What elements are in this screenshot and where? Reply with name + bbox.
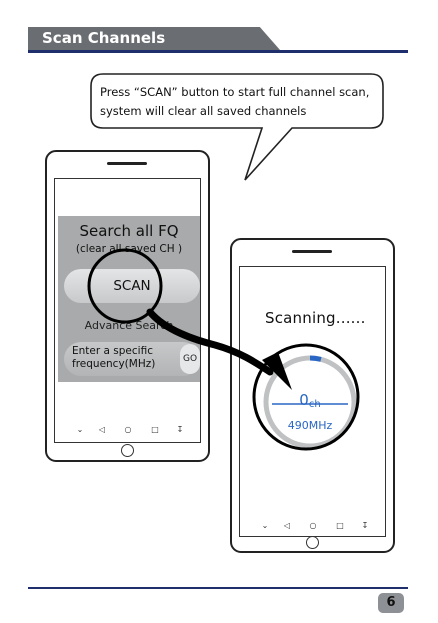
left-phone: Search all FQ (clear all saved CH ) SCAN… — [45, 150, 210, 462]
nav-bar: ⌄ ◁ ○ □ ↧ — [55, 425, 200, 439]
recents-icon[interactable]: □ — [151, 425, 159, 434]
speaker — [107, 162, 147, 165]
channel-count-value: 0 — [299, 391, 309, 409]
page-number: 6 — [378, 593, 404, 613]
section-header: Scan Channels — [28, 27, 408, 54]
search-panel: Search all FQ (clear all saved CH ) SCAN… — [58, 216, 200, 382]
nav-bar: ⌄ ◁ ○ □ ↧ — [240, 521, 385, 535]
back-icon[interactable]: ◁ — [283, 521, 291, 530]
home-button[interactable] — [121, 444, 134, 457]
left-phone-screen: Search all FQ (clear all saved CH ) SCAN… — [54, 178, 201, 443]
right-phone: Scanning...... 0ch 490MHz ⌄ ◁ ○ □ ↧ — [230, 238, 395, 553]
scan-frequency: 490MHz — [287, 419, 333, 432]
section-rule — [28, 50, 408, 53]
section-title: Scan Channels — [28, 27, 280, 50]
menu-icon[interactable]: ↧ — [361, 521, 369, 530]
home-button[interactable] — [306, 536, 319, 549]
chevron-down-icon[interactable]: ⌄ — [261, 521, 269, 530]
scanning-status: Scanning...... — [265, 309, 366, 327]
callout-text: Press “SCAN” button to start full channe… — [100, 85, 370, 118]
chevron-down-icon[interactable]: ⌄ — [76, 425, 84, 434]
scan-button[interactable]: SCAN — [64, 269, 200, 303]
gauge-progress — [309, 355, 322, 362]
panel-subtitle: (clear all saved CH ) — [75, 243, 183, 255]
footer-rule — [28, 587, 408, 589]
panel-title: Search all FQ — [79, 222, 179, 240]
home-icon[interactable]: ○ — [124, 425, 132, 434]
right-phone-screen: Scanning...... 0ch 490MHz ⌄ ◁ ○ □ ↧ — [239, 266, 386, 537]
go-button[interactable]: GO — [180, 344, 200, 374]
menu-icon[interactable]: ↧ — [176, 425, 184, 434]
recents-icon[interactable]: □ — [336, 521, 344, 530]
home-icon[interactable]: ○ — [309, 521, 317, 530]
advance-search-label: Advance Search — [84, 319, 174, 332]
speaker — [292, 250, 332, 253]
back-icon[interactable]: ◁ — [98, 425, 106, 434]
frequency-label: Enter a specific frequency(MHz) — [72, 345, 156, 370]
channel-count: 0ch — [260, 391, 360, 410]
frequency-input[interactable]: Enter a specific frequency(MHz) GO — [64, 342, 200, 376]
channel-unit: ch — [308, 399, 321, 410]
